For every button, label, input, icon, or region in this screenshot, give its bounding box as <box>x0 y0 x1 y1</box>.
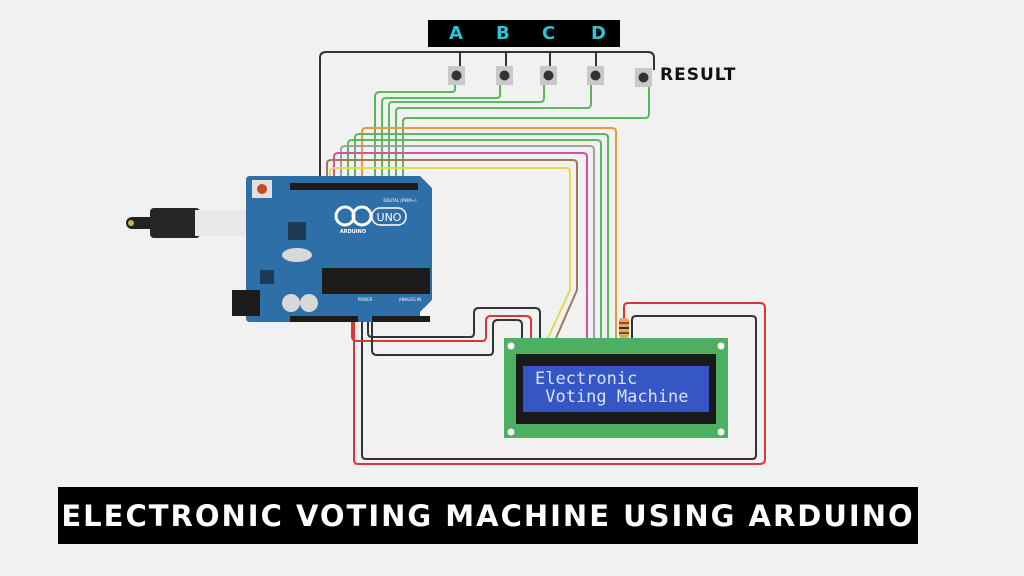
push-button-d[interactable] <box>587 66 604 85</box>
page-title: ELECTRONIC VOTING MACHINE USING ARDUINO <box>61 498 915 533</box>
wire-button-c <box>388 85 545 185</box>
button-label-c: C <box>542 23 556 44</box>
button-label-bar: A B C D <box>428 20 620 47</box>
ground-wire-buttons <box>319 51 655 185</box>
wire-button-a <box>374 85 456 185</box>
arduino-uno-board <box>232 176 432 322</box>
wire-button-result <box>402 85 650 185</box>
wire-ground-outer <box>361 315 757 460</box>
arduino-power-label: POWER <box>358 297 373 302</box>
wire-yellow <box>329 167 571 339</box>
push-button-result[interactable] <box>635 68 652 87</box>
wire-power-red-inner <box>351 315 532 342</box>
usb-cable <box>126 208 250 238</box>
button-label-b: B <box>496 23 510 44</box>
title-banner: ELECTRONIC VOTING MACHINE USING ARDUINO <box>58 487 918 544</box>
wire-ground-inner-2 <box>371 319 523 356</box>
arduino-analog-label: ANALOG IN <box>399 297 421 302</box>
push-button-b[interactable] <box>496 66 513 85</box>
arduino-model-label: UNO <box>377 211 402 224</box>
wire-ground-inner-1 <box>367 307 541 338</box>
push-button-c[interactable] <box>540 66 557 85</box>
wire-brown <box>326 159 578 339</box>
button-label-a: A <box>449 23 463 44</box>
wire-orange <box>361 127 617 338</box>
result-button-label: RESULT <box>660 65 737 85</box>
wire-gray <box>340 145 595 338</box>
wire-green-lcd-1 <box>354 133 609 338</box>
arduino-digital-label: DIGITAL (PWM~) <box>383 198 417 203</box>
wire-green-lcd-2 <box>347 139 602 338</box>
lcd-module <box>504 338 728 438</box>
arduino-brand-label: ARDUINO <box>340 229 366 235</box>
lcd-line-1: Electronic <box>535 369 638 389</box>
wire-button-b <box>381 85 501 185</box>
push-button-a[interactable] <box>448 66 465 85</box>
wire-button-d <box>395 85 592 185</box>
button-label-d: D <box>591 23 606 44</box>
wire-magenta <box>333 152 588 338</box>
wire-power-red-outer <box>353 302 766 465</box>
lcd-line-2: Voting Machine <box>535 387 689 407</box>
